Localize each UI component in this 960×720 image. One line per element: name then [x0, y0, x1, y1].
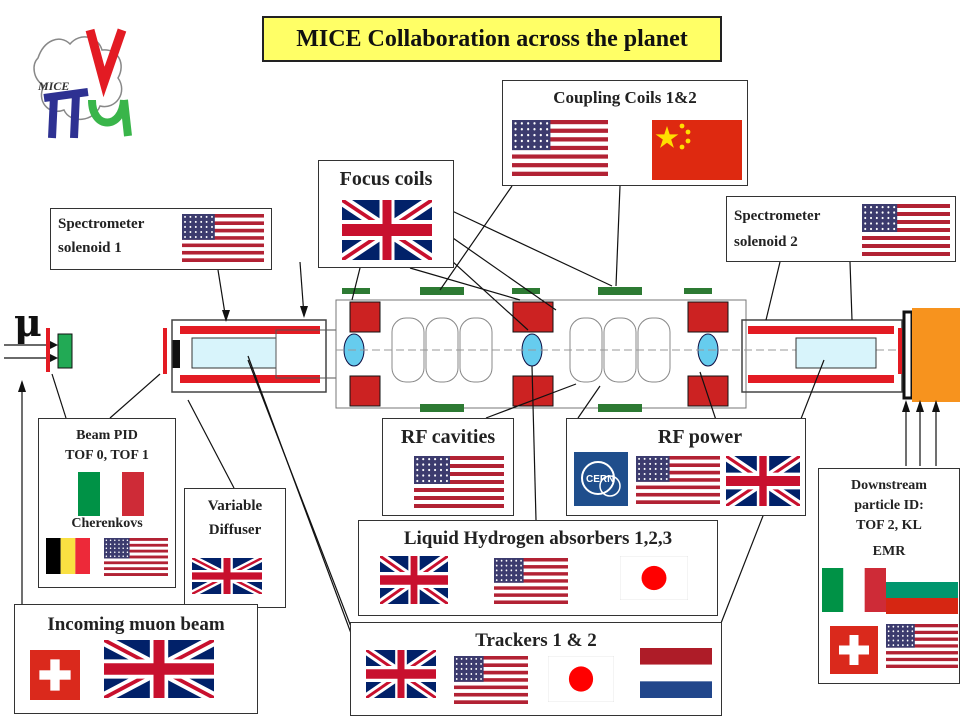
spectrometer-1-label-line2: solenoid 1 [58, 240, 122, 256]
beam-pid-label-line1: Beam PID [76, 428, 138, 443]
uk-flag-icon [380, 556, 448, 604]
uk-flag-icon [192, 558, 262, 594]
downstream-label-line3: TOF 2, KL [856, 518, 922, 533]
italy-flag-icon [78, 472, 144, 516]
uk-flag-icon [342, 200, 432, 260]
emr-detector [912, 308, 960, 402]
tof2-detector [898, 328, 902, 374]
spectrometer-solenoid-1 [171, 319, 337, 393]
pointer-arrowheads [18, 306, 940, 412]
italy-flag-icon [822, 568, 886, 612]
tof0-detector [46, 328, 50, 372]
logo-text: MICE [37, 79, 69, 93]
usa-flag-icon [104, 538, 168, 576]
incoming-beam-arrows [4, 341, 58, 362]
variable-diffuser-label-line2: Diffuser [208, 522, 262, 538]
muon-symbol: μ [14, 300, 42, 345]
cooling-channel [335, 287, 900, 412]
japan-flag-icon [620, 556, 688, 600]
cern-logo-text: CERN [586, 474, 614, 485]
rf-power-label: RF power [657, 426, 743, 448]
uk-flag-icon [366, 650, 436, 698]
usa-flag-icon [512, 120, 608, 176]
downstream-label-line2: particle ID: [854, 498, 924, 513]
downstream-label-line4: EMR [872, 544, 906, 559]
spectrometer-solenoid-2 [741, 319, 903, 393]
page-title: MICE Collaboration across the planet [262, 16, 722, 62]
bulgaria-flag-icon [886, 566, 958, 614]
cherenkovs-label: Cherenkovs [71, 516, 143, 531]
uk-flag-icon [104, 640, 214, 698]
switzerland-flag-icon [30, 650, 80, 700]
spectrometer-1-label-line1: Spectrometer [58, 216, 145, 232]
lh2-absorbers-label: Liquid Hydrogen absorbers 1,2,3 [403, 528, 673, 549]
focus-coils-label: Focus coils [339, 168, 433, 190]
usa-flag-icon [414, 456, 504, 508]
cherenkov-detector [57, 333, 73, 369]
incoming-muon-beam-label: Incoming muon beam [47, 614, 225, 635]
downstream-label-line1: Downstream [851, 478, 927, 493]
usa-flag-icon [494, 558, 568, 604]
usa-flag-icon [636, 456, 720, 504]
usa-flag-icon [886, 624, 958, 668]
spectrometer-2-label-line1: Spectrometer [734, 208, 821, 224]
switzerland-flag-icon [830, 626, 878, 674]
cern-logo: CERN [574, 452, 628, 506]
usa-flag-icon [454, 656, 528, 704]
china-flag-icon [652, 120, 742, 180]
usa-flag-icon [182, 214, 264, 262]
mice-logo: MICE [30, 20, 140, 150]
beam-pid-label-line2: TOF 0, TOF 1 [65, 448, 149, 463]
kl-detector [902, 310, 914, 400]
trackers-label: Trackers 1 & 2 [475, 630, 597, 651]
variable-diffuser-label-line1: Variable [207, 498, 263, 514]
usa-flag-icon [862, 204, 950, 256]
belgium-flag-icon [46, 538, 90, 574]
coupling-coils-label: Coupling Coils 1&2 [553, 88, 697, 107]
netherlands-flag-icon [640, 648, 712, 698]
rf-cavities-label: RF cavities [400, 426, 496, 448]
tof1-detector [163, 328, 167, 374]
diffuser [172, 340, 180, 368]
japan-flag-icon [548, 656, 614, 702]
spectrometer-2-label-line2: solenoid 2 [734, 234, 798, 250]
uk-flag-icon [726, 456, 800, 506]
